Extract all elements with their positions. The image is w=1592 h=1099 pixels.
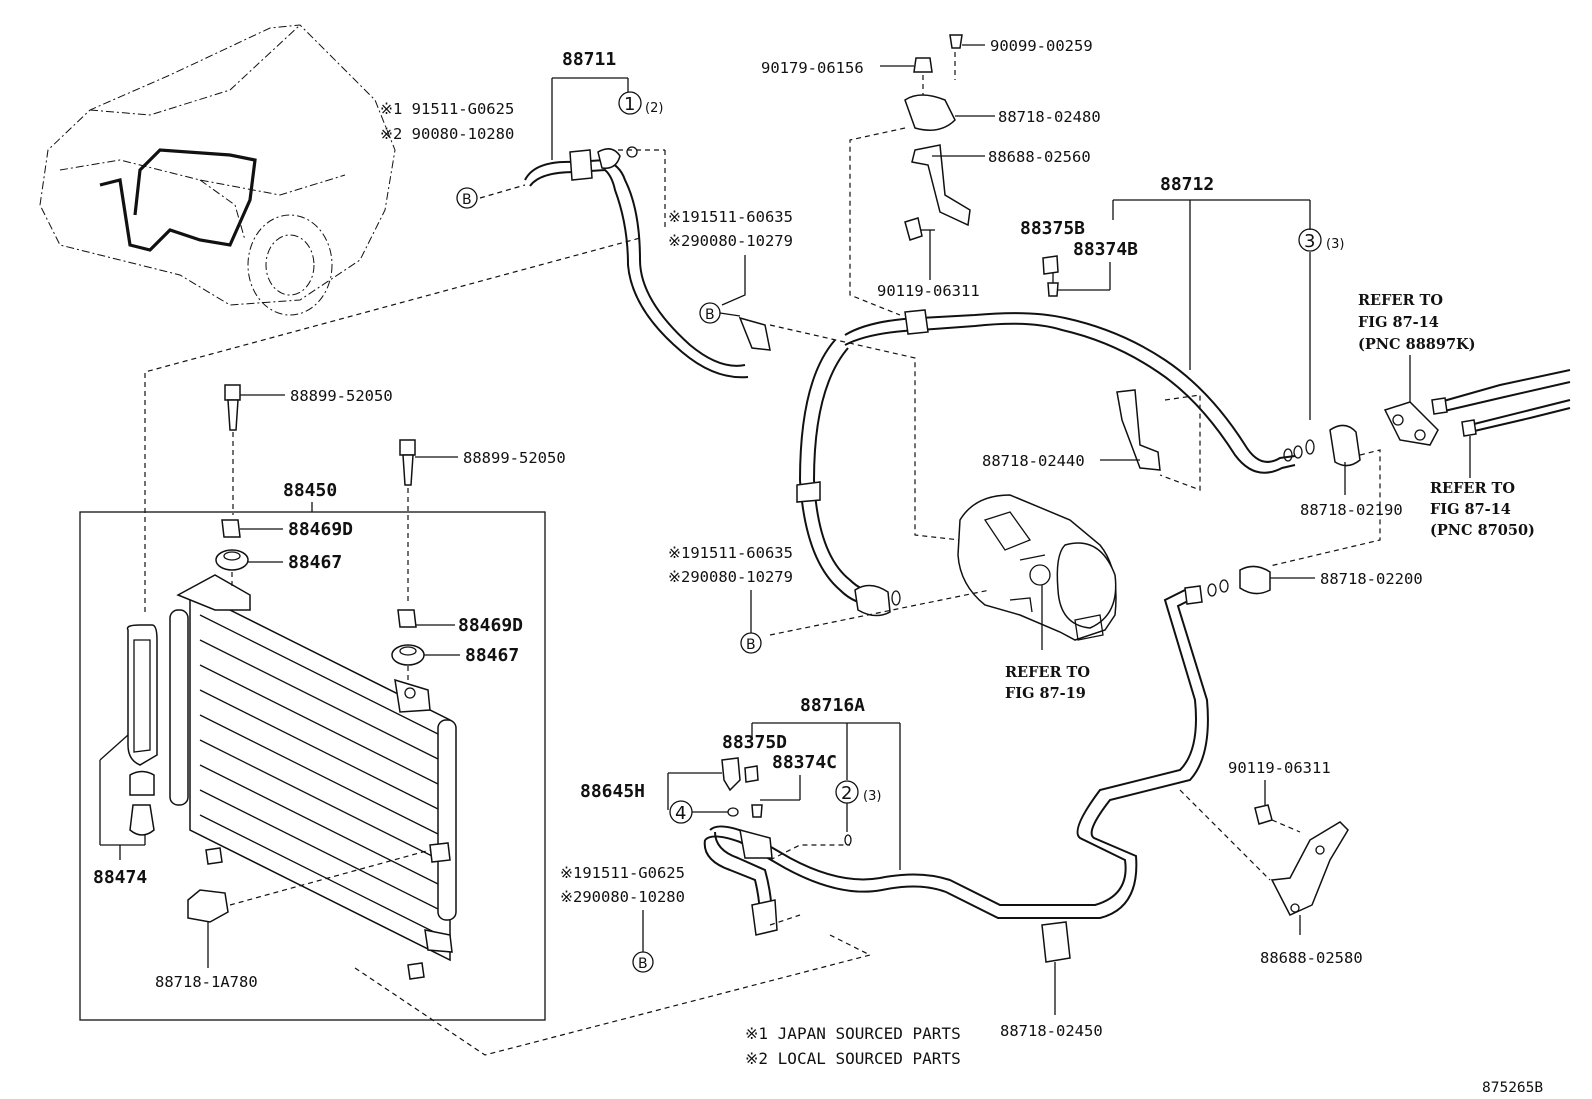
part-88450: 88450 (283, 480, 337, 501)
note-local-90080-10279-2: ※290080-10279 (668, 568, 793, 586)
reference-fig-87-19-label-1: REFER TO (1005, 664, 1090, 681)
part-88899-52050-a: 88899-52050 (290, 387, 393, 405)
part-88718-02480: 88718-02480 (998, 108, 1101, 126)
part-88375D: 88375D (722, 732, 787, 753)
part-88467-b: 88467 (465, 645, 519, 666)
svg-text:FIG 87-14: FIG 87-14 (1358, 314, 1439, 331)
svg-text:B: B (705, 307, 715, 323)
part-88718-02190: 88718-02190 (1300, 501, 1403, 519)
svg-text:FIG 87-14: FIG 87-14 (1430, 501, 1511, 518)
legend-japan-sourced: ※1 JAPAN SOURCED PARTS (745, 1024, 961, 1043)
svg-text:(PNC 88897K): (PNC 88897K) (1358, 336, 1476, 353)
svg-text:B: B (746, 637, 756, 653)
note-japan-91511-60635: ※191511-60635 (668, 208, 793, 226)
bracket-group-bottom-right: 90119-06311 88688-02580 (1179, 759, 1363, 967)
svg-text:4: 4 (675, 803, 686, 824)
note-japan-91511-g0625-low: ※191511-G0625 (560, 864, 685, 882)
discharge-hose-88711: 88711 (479, 49, 771, 379)
receiver-parts: 88474 (93, 624, 158, 888)
reference-fig-87-14-88897k: REFER TO FIG 87-14 (PNC 88897K) (1358, 292, 1571, 478)
part-88718-02440: 88718-02440 (982, 452, 1085, 470)
svg-text:2: 2 (841, 783, 852, 804)
part-90099-00259: 90099-00259 (990, 37, 1093, 55)
reference-fig-87-14-87050: REFER TO FIG 87-14 (PNC 87050) (1430, 480, 1535, 539)
seal-marker-2: 2 (3) (835, 780, 881, 846)
part-88374C: 88374C (772, 752, 837, 773)
part-88712: 88712 (1160, 174, 1214, 195)
suction-pipe-88712: 88712 88375B 88374B 88718-02190 88718-02… (769, 174, 1403, 617)
seal-marker-3: 3 (3) (1298, 228, 1344, 252)
part-88718-1A780: 88718-1A780 (155, 973, 258, 991)
part-88718-02450: 88718-02450 (1000, 1022, 1103, 1040)
legend-local-sourced: ※2 LOCAL SOURCED PARTS (745, 1049, 961, 1068)
seal-marker-1: 1 (2) (618, 91, 663, 116)
svg-text:REFER TO: REFER TO (1430, 480, 1515, 497)
svg-text:(3): (3) (863, 789, 881, 804)
part-90119-06311-top: 90119-06311 (877, 282, 980, 300)
part-88375B: 88375B (1020, 218, 1085, 239)
note-japan-91511-g0625-top: ※1 91511-G0625 (380, 100, 514, 118)
condenser-88450 (169, 574, 457, 980)
svg-text:(2): (2) (645, 101, 663, 116)
part-88469D-b: 88469D (458, 615, 523, 636)
compressor: REFER TO FIG 87-19 (957, 494, 1117, 702)
part-88688-02560: 88688-02560 (988, 148, 1091, 166)
condenser-mounting-right: 88899-52050 88469D 88467 (391, 439, 566, 680)
svg-text:1: 1 (624, 94, 635, 115)
note-local-90080-10279: ※290080-10279 (668, 232, 793, 250)
vehicle-outline (39, 24, 396, 316)
svg-text:3: 3 (1304, 231, 1315, 252)
part-90179-06156: 90179-06156 (761, 59, 864, 77)
clamp-marker-b-2: B (699, 255, 746, 324)
liquid-pipe-88716A: 88716A 88375D 88374C 88645H 88718-02200 … (580, 565, 1423, 1040)
note-japan-91511-60635-2: ※191511-60635 (668, 544, 793, 562)
condenser-mounting-left: 88899-52050 88469D 88467 (215, 384, 393, 590)
reference-fig-87-19-label-2: FIG 87-19 (1005, 685, 1086, 702)
svg-text:(PNC 87050): (PNC 87050) (1430, 522, 1535, 539)
part-90119-06311-bottom: 90119-06311 (1228, 759, 1331, 777)
svg-text:B: B (638, 956, 648, 972)
part-88374B: 88374B (1073, 239, 1138, 260)
seal-marker-4: 4 (669, 800, 693, 824)
figure-id: 875265B (1482, 1080, 1543, 1096)
part-88716A: 88716A (800, 695, 865, 716)
part-88718-02200: 88718-02200 (1320, 570, 1423, 588)
part-88474: 88474 (93, 867, 147, 888)
part-88711: 88711 (562, 49, 616, 70)
part-88899-52050-b: 88899-52050 (463, 449, 566, 467)
clamp-marker-b-4: B (632, 910, 654, 973)
part-88467-a: 88467 (288, 552, 342, 573)
svg-text:REFER TO: REFER TO (1358, 292, 1443, 309)
svg-text:(3): (3) (1326, 237, 1344, 252)
clamp-88718-1A780: 88718-1A780 (155, 849, 431, 991)
clamp-marker-b-3: B (740, 590, 762, 654)
note-local-90080-10280-top: ※2 90080-10280 (380, 125, 514, 143)
part-88688-02580: 88688-02580 (1260, 949, 1363, 967)
svg-text:B: B (462, 192, 472, 208)
clamp-marker-b-1: B (456, 187, 478, 209)
part-88469D-a: 88469D (288, 519, 353, 540)
note-local-90080-10280-low: ※290080-10280 (560, 888, 685, 906)
bracket-group-top: 90099-00259 90179-06156 88718-02480 8868… (761, 34, 1101, 316)
part-88645H: 88645H (580, 781, 645, 802)
